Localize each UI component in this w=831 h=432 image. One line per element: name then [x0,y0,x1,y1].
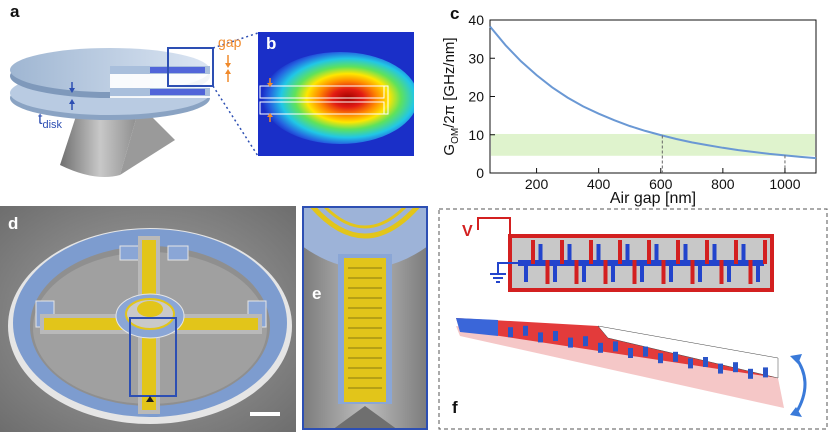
x-tick-label: 400 [587,176,611,192]
panel-label-a: a [10,2,20,21]
panel-label-f: f [452,398,458,417]
panel-label-d: d [8,214,19,233]
t-disk-label: tdisk [38,111,63,131]
y-tick-label: 30 [468,50,484,66]
gap-label: gap [218,34,242,50]
panel-a-disk-schematic: gap tdisk [10,32,259,178]
beam-3d [456,326,784,408]
x-axis-label: Air gap [nm] [610,190,696,207]
scale-bar [250,412,280,416]
x-tick-label: 600 [649,176,673,192]
panel-b-field-map [258,32,414,156]
coupling-curve [489,25,817,160]
y-axis-label: GOM/2π [GHz/nm] [441,37,461,155]
panel-label-b: b [266,34,277,53]
x-tick-label: 800 [711,176,735,192]
x-tick-label: 1000 [769,176,800,192]
zoom-box [167,47,214,87]
zoom-box-d [129,317,177,397]
voltage-label: V [462,223,473,240]
pedestal [60,105,140,178]
y-tick-label: 0 [476,165,484,181]
y-tick-label: 20 [468,89,484,105]
panel-label-c: c [450,4,460,23]
target-band [491,133,815,156]
panel-d-sem-image [0,206,296,432]
interdigitated-comb [344,258,386,402]
panel-f-electrode-schematic: V [438,208,828,430]
y-tick-label: 10 [468,127,484,143]
y-tick-label: 40 [468,12,484,28]
panel-f-frame [438,208,828,430]
panel-label-e: e [312,284,322,303]
x-tick-label: 200 [525,176,549,192]
panel-e-sem-zoom [302,206,428,430]
